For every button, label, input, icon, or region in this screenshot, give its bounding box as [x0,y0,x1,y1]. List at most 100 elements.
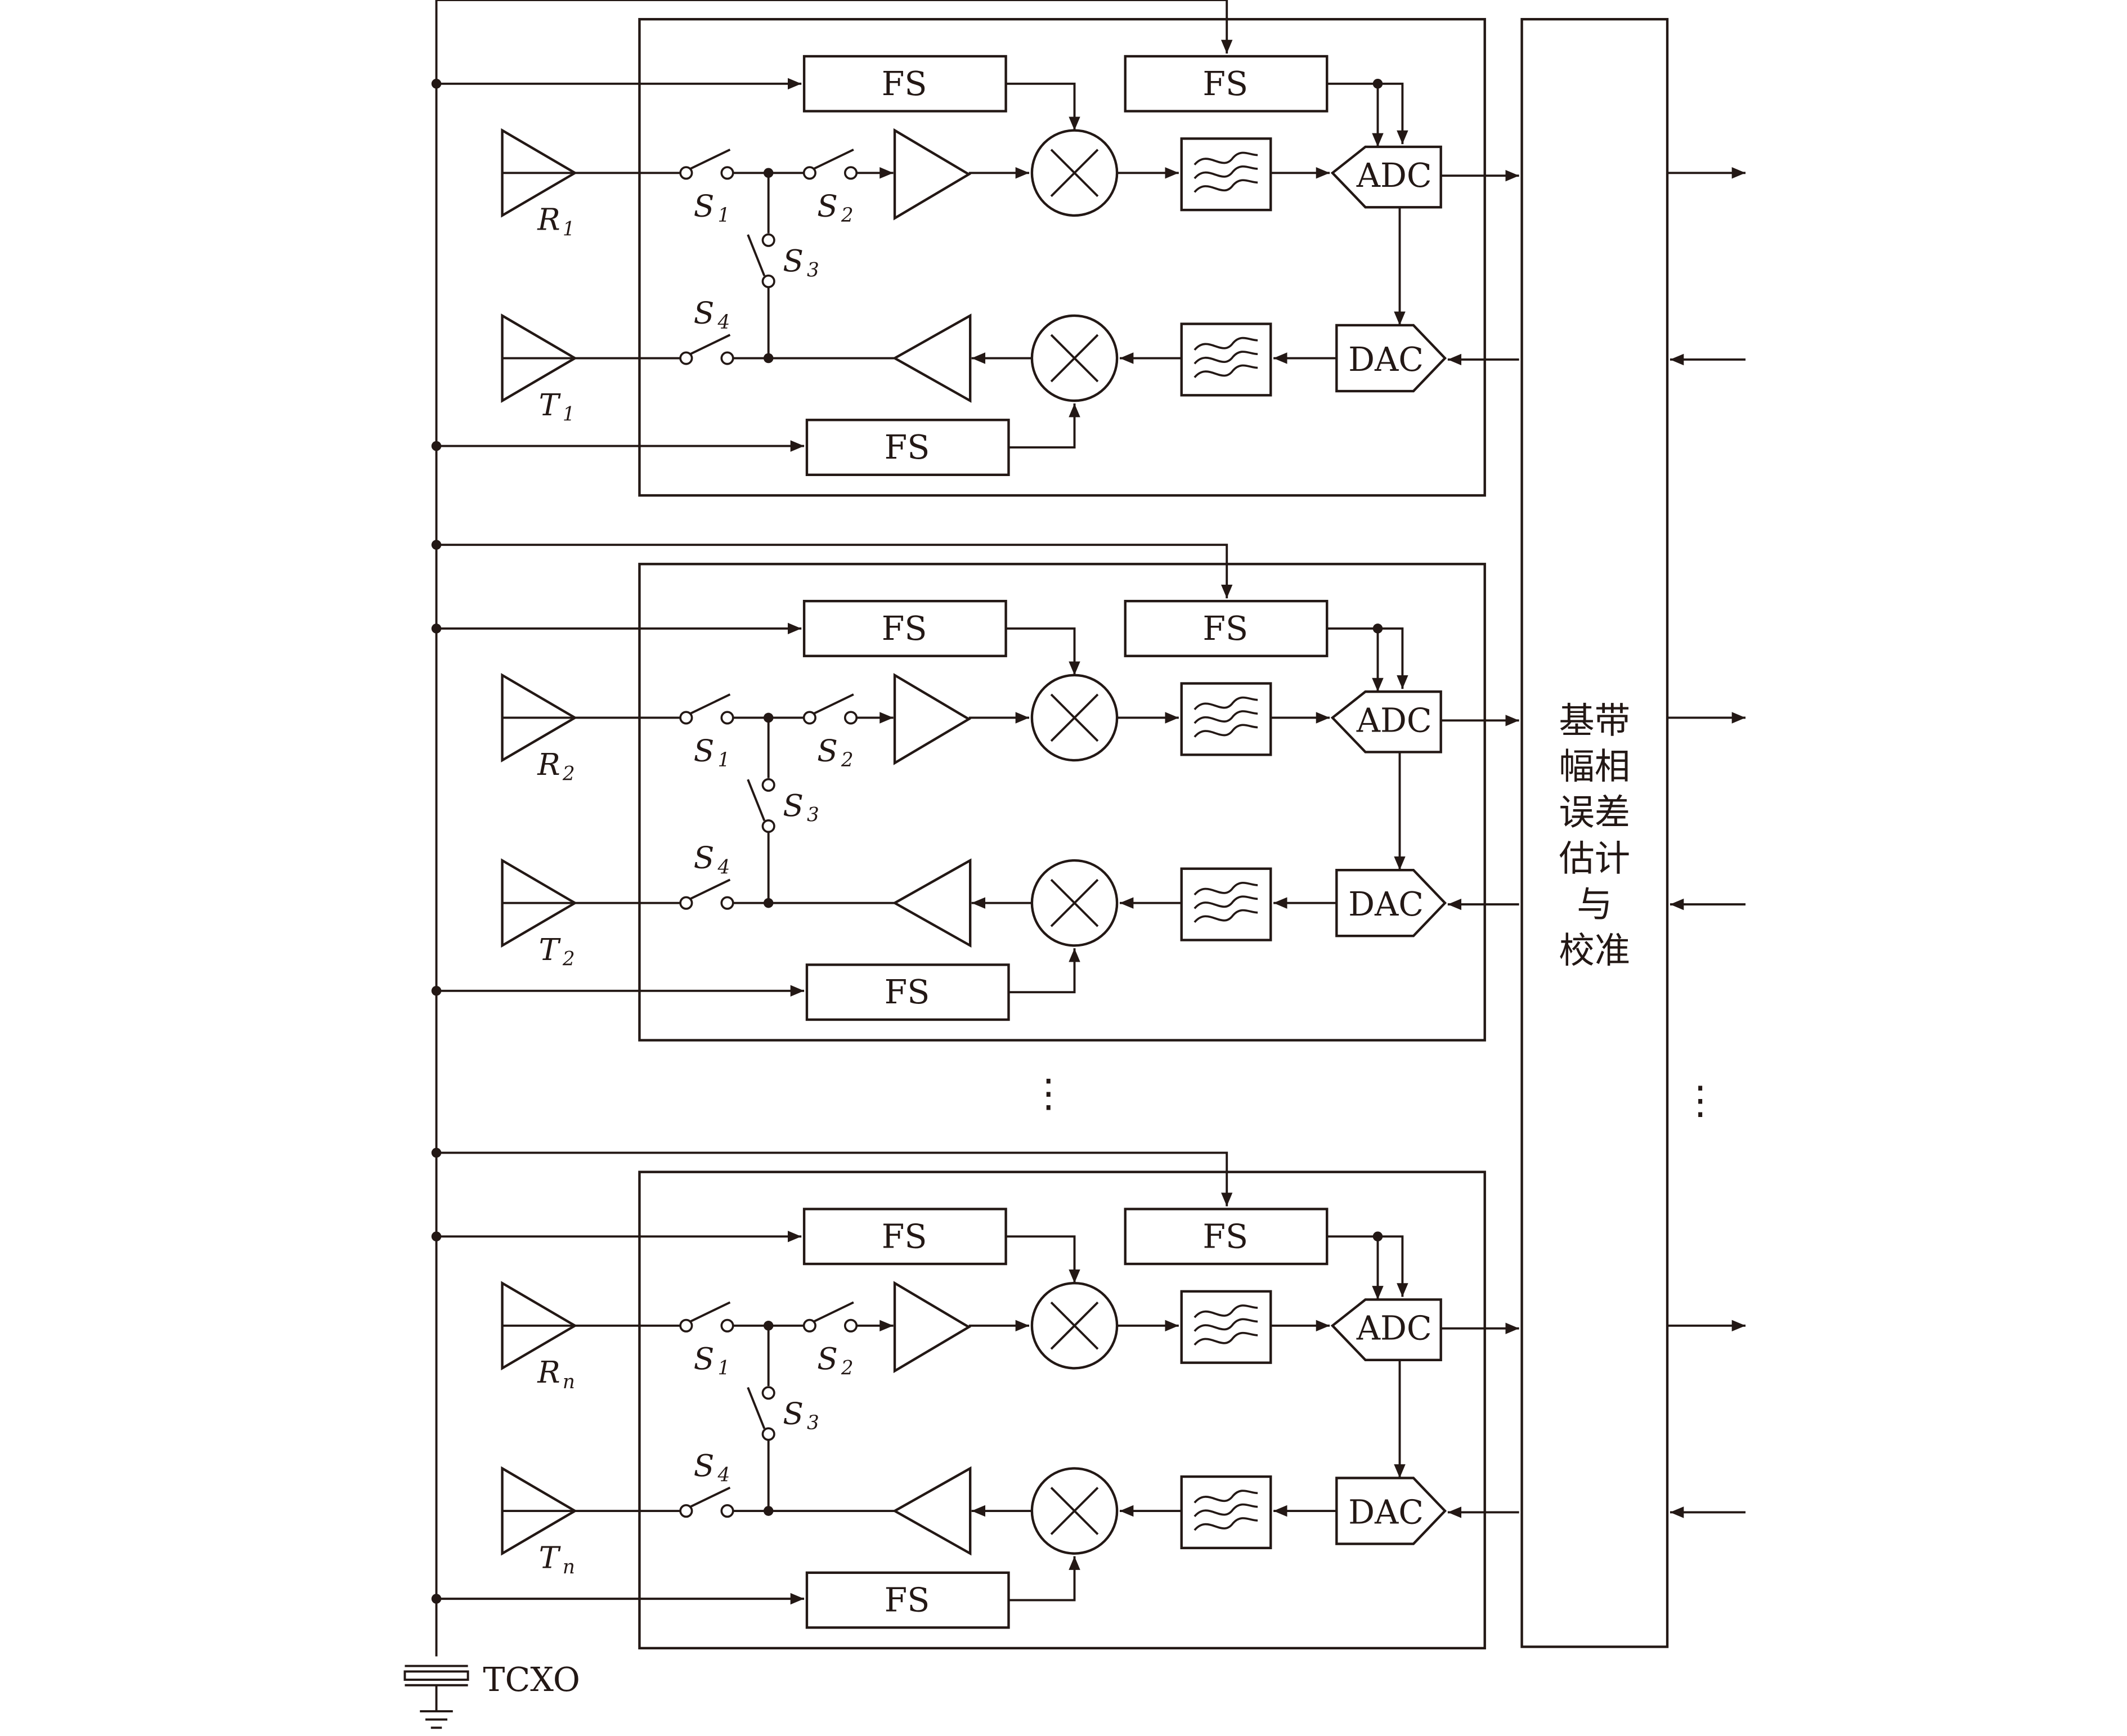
pa [892,858,972,948]
label-subscript: 4 [717,856,730,878]
switch-blade [689,1486,731,1508]
filter-wave [1193,351,1258,365]
lo-wire [1006,82,1080,131]
rx-antenna [501,128,578,218]
switch-s1 [679,1301,734,1333]
filter-box [1180,682,1272,756]
filter-wave [1193,151,1258,165]
lo-wire [1006,627,1080,675]
filter-box [1180,867,1272,941]
rx-filter [1180,1290,1272,1364]
label-subscript: 1 [717,749,730,771]
label-letter: S [817,733,838,768]
pa [892,1466,972,1556]
adc-box [1330,690,1442,753]
fs-tx-label: FS [885,973,930,1011]
switch-contact [761,233,775,247]
filter-wave [1193,1304,1258,1318]
lna [893,673,972,765]
baseband-text-line: 基带 [1559,699,1630,741]
dac-box [1335,1477,1447,1545]
pa [892,313,972,403]
switch-blade [813,1301,854,1323]
fs-rx-box [802,599,1007,657]
switch-contact [761,778,775,792]
mixer-cross [1050,1301,1099,1350]
switch-contact [843,711,858,725]
dac-box [1335,324,1447,393]
dac-label: DAC [1348,1493,1424,1531]
label-letter: S [783,788,804,823]
switch-s4 [679,334,734,365]
adc-label: ADC [1356,701,1432,739]
switch-blade [813,149,854,170]
fs-tx-box [805,419,1010,477]
switch-blade [689,693,731,715]
clk-wire [1327,82,1408,145]
switch-contact [761,1427,775,1441]
filter-wave [1193,1517,1258,1531]
clk-wire [1327,627,1408,689]
filter-box [1180,137,1272,212]
dac-box [1335,868,1447,937]
switch-s4 [679,878,734,910]
lna [893,128,972,221]
rx-mixer [1030,1282,1119,1370]
label-letter: S [694,733,715,768]
switch-s2 [802,149,858,180]
clock-wire [436,1151,1233,1206]
switch-contact [679,1504,693,1518]
rx-filter [1180,682,1272,756]
label-subscript: 1 [563,403,575,426]
fs-tx-label: FS [885,428,930,466]
lna [893,1281,972,1374]
tx-mixer [1030,859,1119,947]
switch-contact [720,166,734,180]
switch-contact [679,711,693,725]
label-letter: S [694,840,715,876]
clk-wire [1327,1235,1408,1297]
mixer-cross [1050,878,1099,927]
filter-wave [1193,179,1258,193]
fs-adc-label: FS [1202,65,1248,103]
switch-s2 [802,1301,858,1333]
switch-contact [679,351,693,365]
tx-mixer [1030,1467,1119,1555]
lo-wire [1008,948,1080,994]
switch-blade [689,149,731,170]
switch-contact [761,274,775,289]
filter-wave [1193,895,1258,909]
filter-wave [1193,696,1258,711]
tx-mixer [1030,314,1119,402]
fs-tx-box [805,963,1010,1021]
label-subscript: 1 [717,1357,730,1379]
switch-s1 [679,149,734,180]
junction-dot [1372,623,1383,634]
channel-enclosure [638,1170,1486,1650]
fs-adc-label: FS [1202,609,1248,648]
fs-tx-label: FS [885,1581,930,1620]
label-subscript: 3 [807,1412,819,1434]
rx-mixer [1030,129,1119,217]
filter-wave [1193,364,1258,378]
label-letter: R [537,1354,560,1390]
filter-wave [1193,724,1258,738]
label-subscript: n [563,1556,575,1578]
channel-enclosure [638,17,1486,497]
dac-label: DAC [1348,340,1424,379]
baseband-text-line: 与 [1577,883,1612,925]
switch-contact [802,711,816,725]
